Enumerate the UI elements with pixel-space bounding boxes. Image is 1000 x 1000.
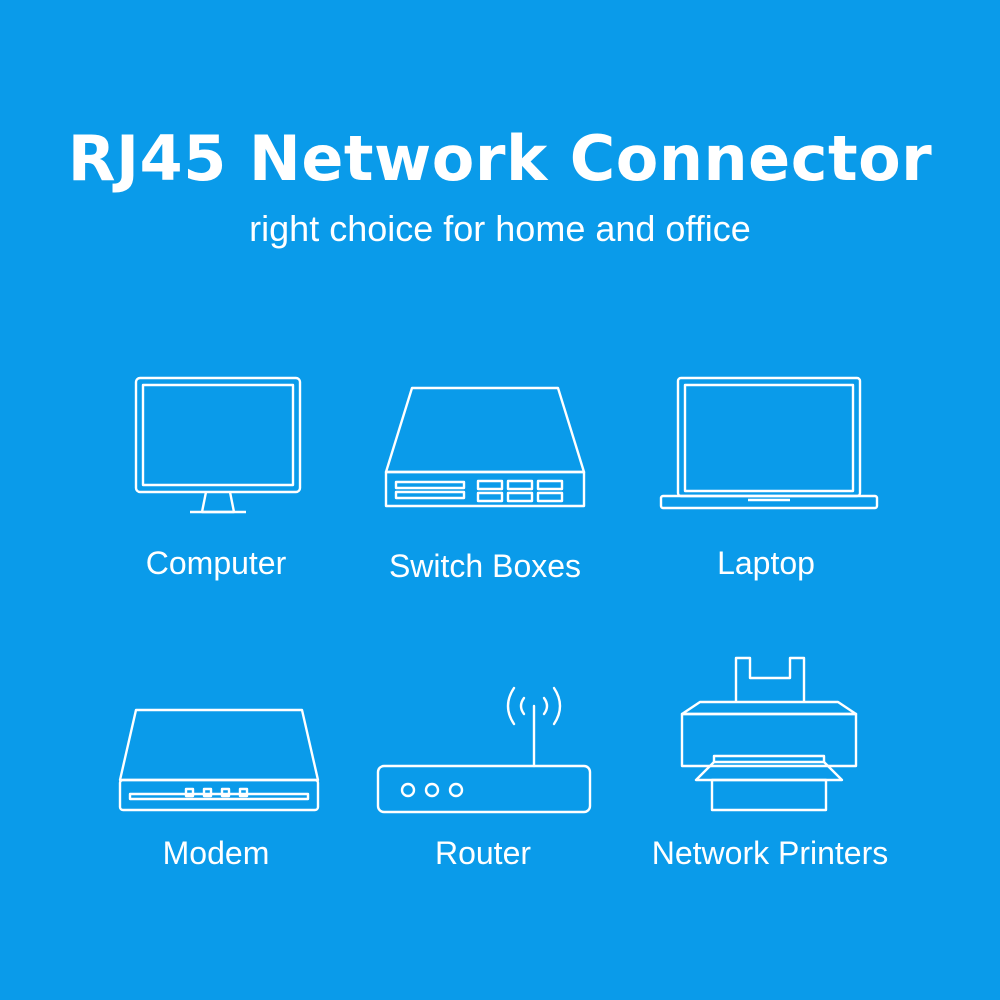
page-title: RJ45 Network Connector bbox=[67, 122, 933, 195]
page-subtitle: right choice for home and office bbox=[249, 208, 751, 249]
router-icon bbox=[372, 680, 598, 818]
monitor-icon bbox=[130, 372, 306, 518]
device-label-modem: Modem bbox=[162, 835, 270, 871]
device-label-computer: Computer bbox=[145, 545, 287, 581]
laptop-icon bbox=[656, 372, 882, 514]
switch-box-icon bbox=[382, 382, 588, 510]
printer-icon bbox=[674, 652, 864, 816]
device-label-network-printers: Network Printers bbox=[651, 835, 889, 871]
device-label-switch-boxes: Switch Boxes bbox=[388, 548, 582, 584]
device-label-laptop: Laptop bbox=[717, 545, 815, 581]
device-label-router: Router bbox=[434, 835, 532, 871]
modem-icon bbox=[116, 702, 322, 818]
